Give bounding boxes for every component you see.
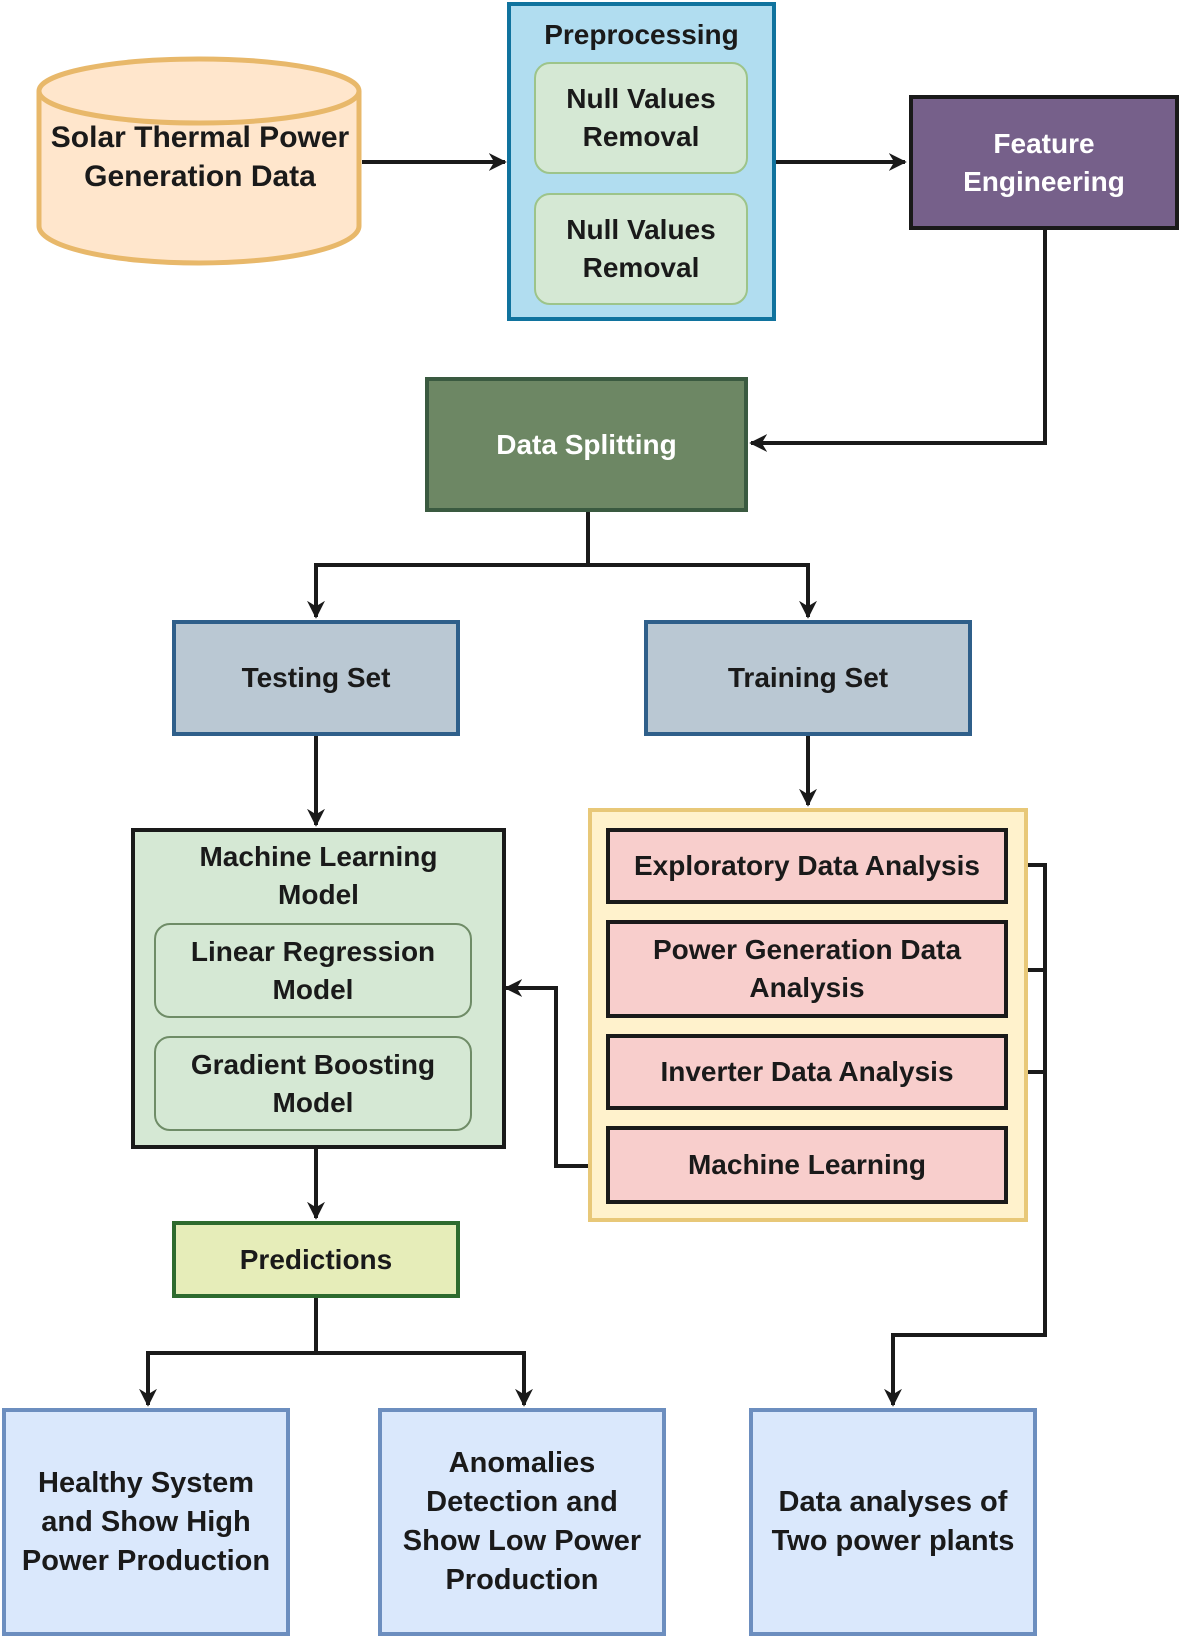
outcome-data-analyses: Data analyses of Two power plants: [749, 1408, 1037, 1636]
preprocessing-title: Preprocessing: [544, 19, 739, 50]
line-analysis-collector: [884, 863, 1047, 1407]
source-data-label: Solar Thermal Power Generation Data: [50, 121, 350, 193]
gradient-boosting-model: Gradient Boosting Model: [154, 1036, 472, 1131]
machine-learning-model-group: Machine Learning Model Linear Regression…: [131, 828, 506, 1149]
testing-set-box: Testing Set: [172, 620, 460, 736]
data-splitting-box: Data Splitting: [425, 377, 748, 512]
null-values-removal-step-2: Null Values Removal: [534, 193, 748, 305]
line-split-branch-right: [588, 563, 817, 619]
line-predictions-branch: [139, 1298, 318, 1407]
analysis-item-exploratory: Exploratory Data Analysis: [606, 828, 1008, 904]
outcome-anomalies-detection: Anomalies Detection and Show Low Power P…: [378, 1408, 666, 1636]
preprocessing-group: Preprocessing Null Values Removal Null V…: [507, 2, 776, 321]
analysis-item-power-generation: Power Generation Data Analysis: [606, 920, 1008, 1018]
arrow-feature-to-splitting: [749, 230, 1047, 452]
null-values-removal-step-1: Null Values Removal: [534, 62, 748, 174]
line-predictions-branch-right: [316, 1351, 533, 1407]
database-cylinder-icon: [36, 56, 362, 266]
machine-learning-model-title: Machine Learning Model: [199, 841, 438, 910]
feature-engineering-box: Feature Engineering: [909, 95, 1179, 230]
predictions-box: Predictions: [172, 1221, 460, 1298]
line-split-branch: [307, 512, 590, 619]
analysis-item-machine-learning: Machine Learning: [606, 1126, 1008, 1204]
outcome-healthy-system: Healthy System and Show High Power Produ…: [2, 1408, 290, 1636]
training-set-box: Training Set: [644, 620, 972, 736]
arrow-ml-to-model: [504, 979, 608, 1168]
linear-regression-model: Linear Regression Model: [154, 923, 472, 1018]
analysis-item-inverter: Inverter Data Analysis: [606, 1034, 1008, 1110]
